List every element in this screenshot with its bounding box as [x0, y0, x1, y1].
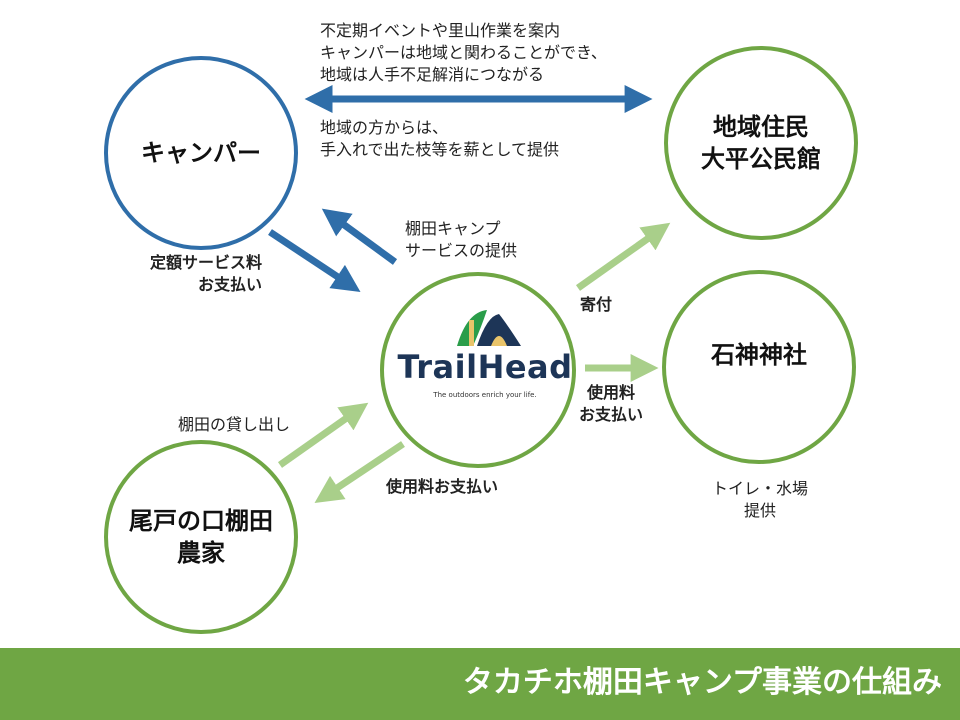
residents-label: 地域住民 大平公民館 — [664, 46, 858, 240]
farmer-fee-text: 使用料お支払い — [386, 477, 499, 496]
shrine-provide-line-1: トイレ・水場 — [711, 479, 808, 498]
farmer-label-line-2: 農家 — [177, 539, 225, 567]
fee-line-2: お支払い — [197, 275, 262, 294]
residents-label-line-2: 大平公民館 — [701, 145, 821, 173]
footer-bar: タカチホ棚田キャンプ事業の仕組み — [0, 648, 960, 720]
trailhead-to-farmer-arrow — [314, 441, 405, 503]
firewood-text: 地域の方からは、 手入れで出た枝等を薪として提供 — [320, 117, 559, 161]
trailhead-node — [380, 272, 576, 468]
shrine-fee-line-1: 使用料 — [586, 383, 635, 402]
shrine-node — [662, 270, 856, 464]
camper-to-trailhead-arrow — [268, 229, 361, 292]
shrine-provide-text: トイレ・水場 提供 — [690, 478, 830, 522]
shrine-label: 石神神社 — [711, 341, 807, 369]
firewood-line-1: 地域の方からは、 — [320, 118, 449, 137]
camper-label: キャンパー — [141, 139, 261, 167]
event-info-line-3: 地域は人手不足解消につながる — [320, 65, 545, 84]
rent-text: 棚田の貸し出し — [178, 415, 291, 434]
event-info-text: 不定期イベントや里山作業を案内 キャンパーは地域と関わることができ、 地域は人手… — [320, 20, 607, 86]
service-line-1: 棚田キャンプ — [405, 219, 501, 238]
farmer-to-trailhead-arrow — [277, 402, 369, 468]
farmer-label: 尾戸の口棚田 農家 — [104, 440, 298, 634]
donation-text: 寄付 — [580, 295, 613, 314]
trailhead-logo-icon — [457, 310, 521, 346]
footer-title: タカチホ棚田キャンプ事業の仕組み — [462, 665, 942, 700]
trailhead-logo-tagline: The outdoors enrich your life. — [433, 391, 537, 399]
trailhead-logo: TrailHead The outdoors enrich your life. — [395, 300, 575, 410]
farmer-label-line-1: 尾戸の口棚田 — [129, 507, 273, 535]
trailhead-to-camper-arrow — [321, 208, 398, 265]
event-info-line-2: キャンパーは地域と関わることができ、 — [320, 43, 607, 62]
shrine-provide-line-2: 提供 — [743, 501, 776, 520]
camper-node — [104, 56, 298, 250]
shrine-fee-text: 使用料 お支払い — [570, 382, 652, 426]
fee-line-1: 定額サービス料 — [149, 253, 262, 272]
firewood-line-2: 手入れで出た枝等を薪として提供 — [320, 140, 560, 159]
service-text: 棚田キャンプ サービスの提供 — [405, 218, 517, 262]
fee-text: 定額サービス料 お支払い — [110, 252, 262, 296]
residents-label-line-1: 地域住民 — [713, 113, 809, 141]
event-info-line-1: 不定期イベントや里山作業を案内 — [320, 21, 561, 40]
service-line-2: サービスの提供 — [405, 241, 518, 260]
residents-node — [664, 46, 858, 240]
shrine-fee-line-2: お支払い — [578, 405, 643, 424]
trailhead-to-residents-arrow — [575, 222, 671, 291]
farmer-node — [104, 440, 298, 634]
trailhead-logo-text: TrailHead — [397, 348, 573, 386]
